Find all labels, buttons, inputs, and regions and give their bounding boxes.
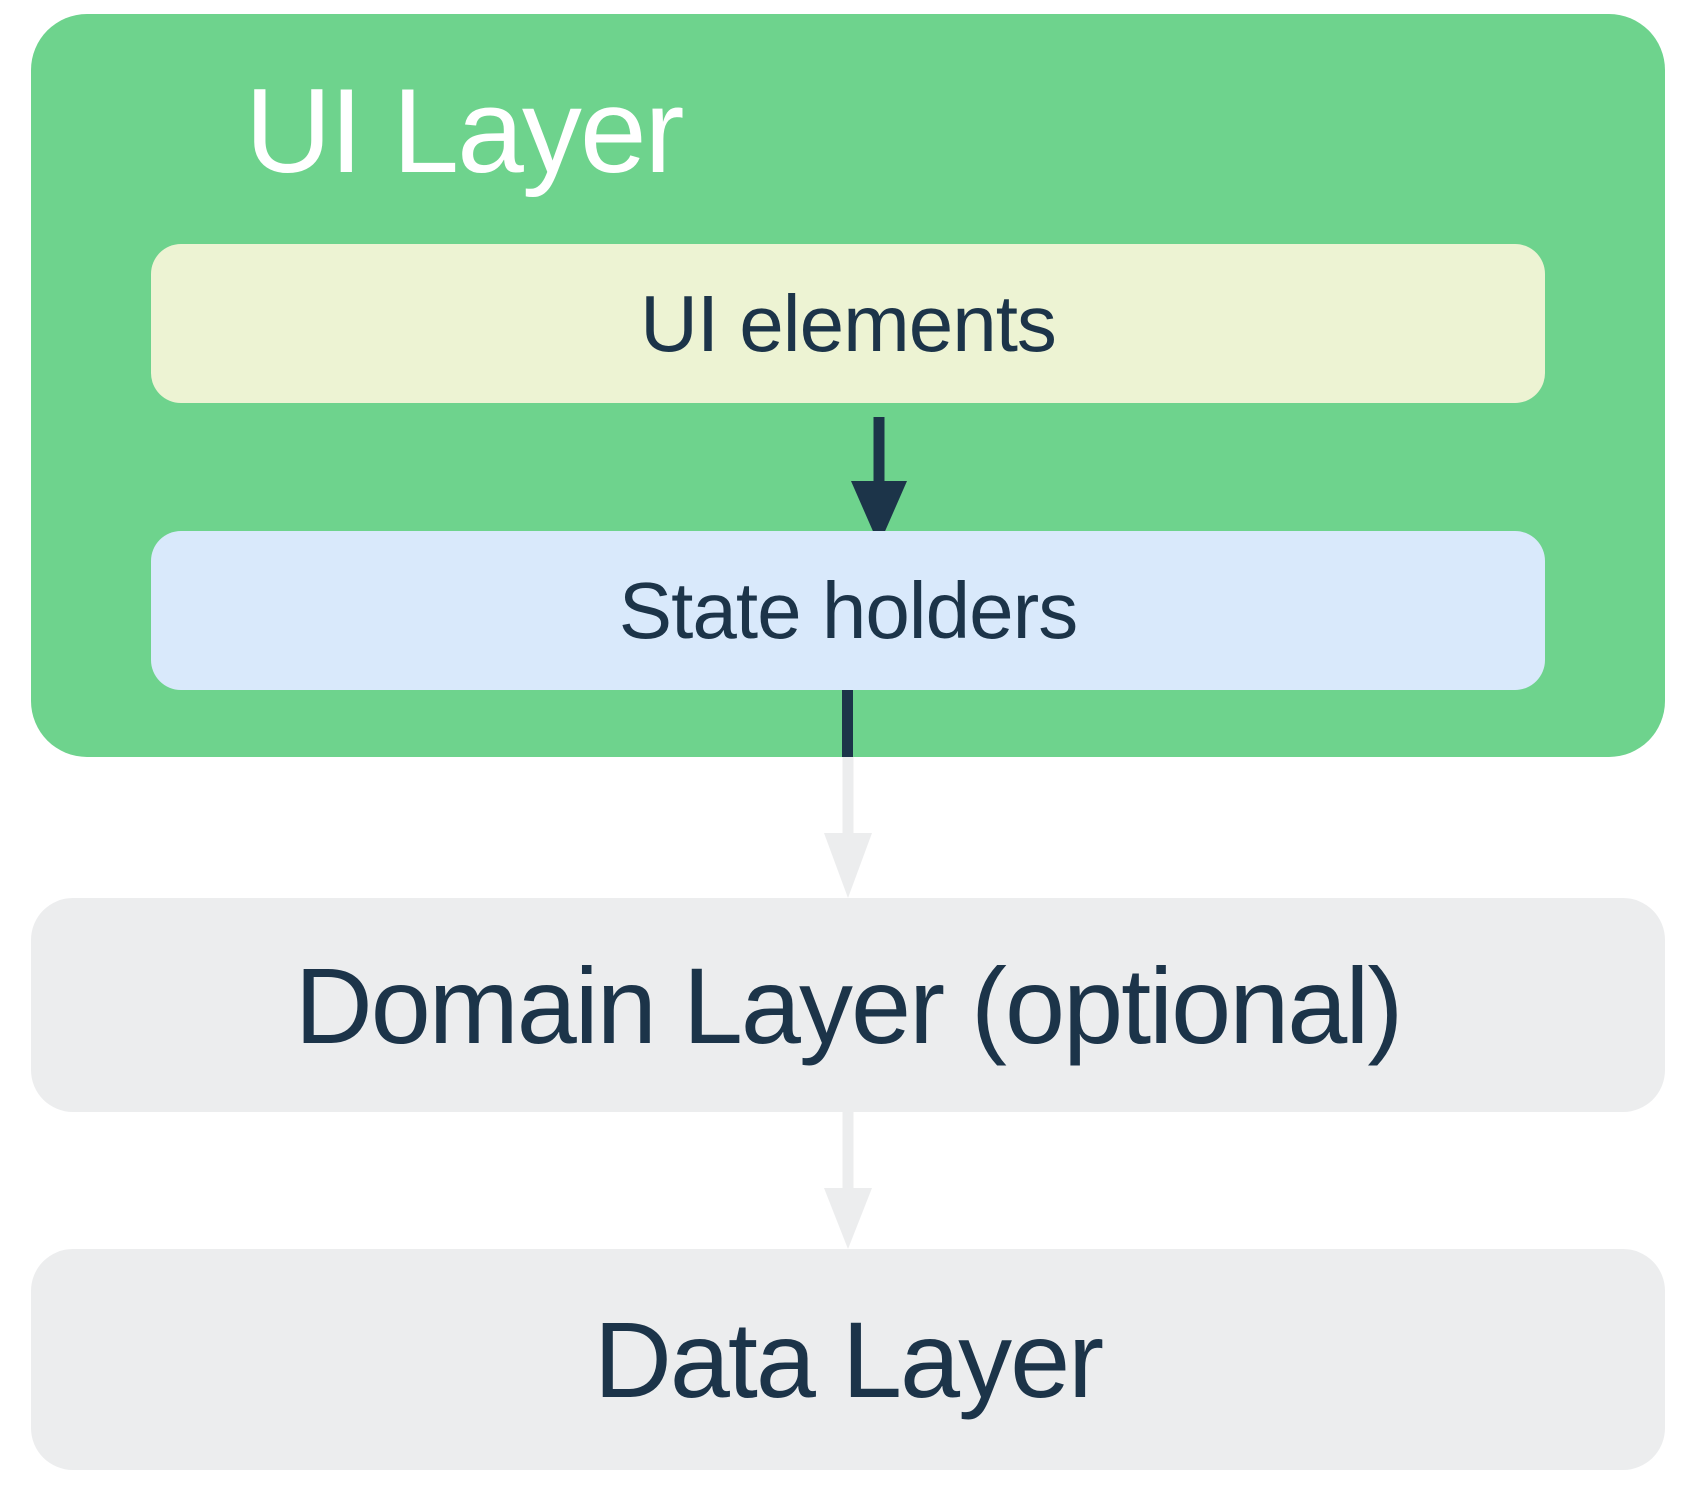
arrow-ui-elements-to-state-holders-icon	[851, 417, 907, 545]
state-holders-box: State holders	[151, 531, 1545, 690]
ui-layer-box: UI Layer UI elements State holders	[31, 14, 1665, 757]
domain-layer-box: Domain Layer (optional)	[31, 898, 1665, 1112]
ui-layer-title: UI Layer	[245, 64, 685, 198]
arrow-state-holders-to-domain-layer-icon	[824, 757, 872, 898]
domain-layer-label: Domain Layer (optional)	[294, 944, 1404, 1066]
ui-elements-box: UI elements	[151, 244, 1545, 403]
ui-elements-label: UI elements	[640, 278, 1057, 368]
data-layer-box: Data Layer	[31, 1249, 1665, 1470]
arrow-state-holders-stub-icon	[842, 690, 853, 757]
state-holders-label: State holders	[618, 565, 1078, 655]
data-layer-label: Data Layer	[593, 1299, 1104, 1420]
arrow-domain-layer-to-data-layer-icon	[824, 1112, 872, 1249]
